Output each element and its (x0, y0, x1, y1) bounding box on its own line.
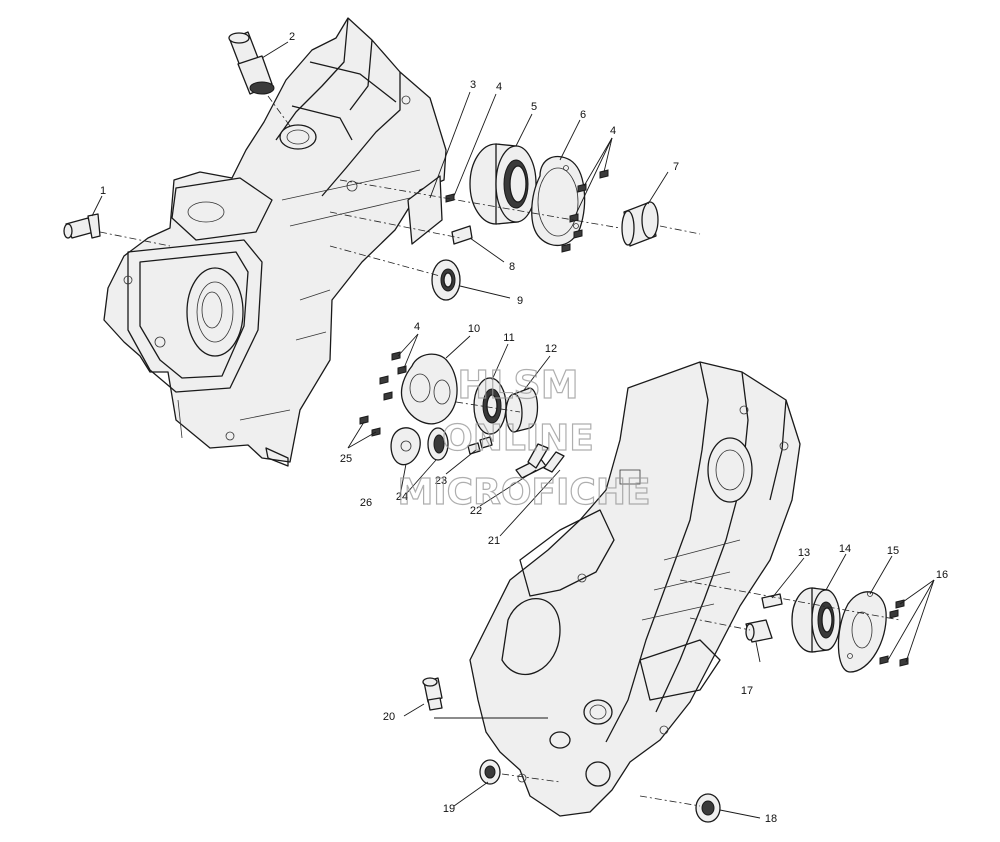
callout-26: 26 (360, 497, 372, 509)
callout-7: 7 (673, 161, 679, 173)
part-7-seal (621, 201, 659, 247)
callout-13: 13 (798, 547, 810, 559)
callout-5: 5 (531, 101, 537, 113)
part-20-fitting (422, 677, 443, 711)
part-22-clip (527, 443, 565, 473)
part-13-pin (761, 593, 783, 609)
callout-11: 11 (503, 332, 514, 344)
callout-15: 15 (887, 545, 899, 557)
callout-3: 3 (470, 79, 476, 91)
callout-10: 10 (468, 323, 480, 335)
part-5-bearing (469, 143, 537, 225)
watermark: HLSM ONLINE MICROFICHE (397, 362, 651, 513)
part-11-bearing (473, 377, 507, 435)
watermark-line-1: HLSM (457, 363, 578, 407)
part-6-gasket (531, 155, 586, 247)
callout-4-middle: 4 (414, 321, 420, 333)
callout-23: 23 (435, 475, 447, 487)
part-15-plate (837, 591, 887, 673)
callout-1: 1 (100, 185, 106, 197)
watermark-line-3: MICROFICHE (397, 472, 650, 513)
callout-8: 8 (509, 261, 515, 273)
callout-22: 22 (470, 505, 482, 517)
watermark-line-2: ONLINE (442, 418, 594, 459)
callout-20: 20 (383, 711, 395, 723)
part-12-bushing (505, 387, 539, 433)
callout-25: 25 (340, 453, 352, 465)
callout-17: 17 (741, 685, 753, 697)
part-3-plate (407, 175, 443, 245)
callout-16: 16 (936, 569, 948, 581)
part-19-seal (479, 759, 501, 785)
callout-19: 19 (443, 803, 455, 815)
callout-14: 14 (839, 543, 851, 555)
part-14-bearing (791, 587, 841, 653)
callout-21: 21 (488, 535, 500, 547)
part-24-seal (427, 427, 449, 461)
callout-6: 6 (580, 109, 586, 121)
part-25-screws (359, 415, 381, 437)
assembly-axes (99, 95, 901, 807)
part-9-seal (431, 259, 461, 301)
callout-4-upper: 4 (496, 81, 502, 93)
leader-lines (91, 41, 935, 819)
part-18-seal (695, 793, 721, 823)
part-23-pins (467, 436, 493, 455)
callout-4-right: 4 (610, 125, 616, 137)
part-10-gasket (400, 353, 458, 425)
callout-12: 12 (545, 343, 557, 355)
part-4-screws-middle (379, 351, 407, 401)
left-crankcase-half (103, 17, 447, 467)
callout-24: 24 (396, 491, 408, 503)
callout-2: 2 (289, 31, 295, 43)
part-8-pin (451, 225, 473, 245)
part-26-plate (390, 427, 421, 466)
callouts: 1 2 3 4 5 6 4 7 8 9 10 4 11 12 25 23 24 … (100, 31, 948, 825)
right-crankcase-half (469, 361, 801, 817)
part-1-plug (63, 213, 101, 239)
part-16-screws (879, 599, 909, 667)
callout-18: 18 (765, 813, 777, 825)
callout-9: 9 (517, 295, 523, 307)
part-2-breather-fitting (228, 31, 275, 95)
part-17-fitting (745, 619, 773, 643)
